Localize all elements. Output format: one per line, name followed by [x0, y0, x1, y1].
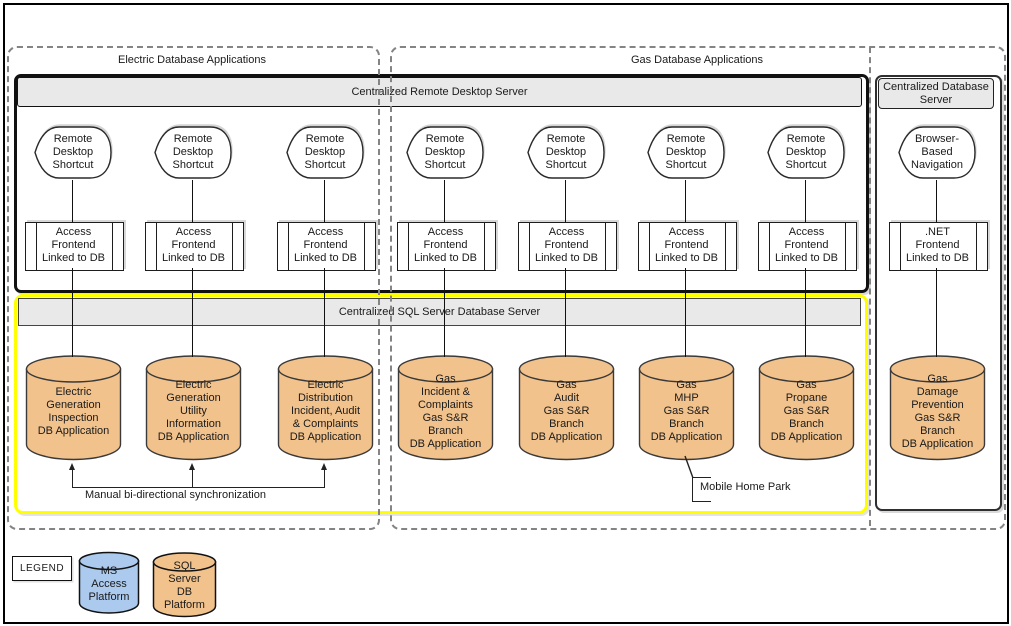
database-cylinder	[145, 354, 242, 467]
access-frontend-label: Access Frontend Linked to DB	[162, 226, 225, 264]
access-frontend-box	[638, 222, 737, 271]
centralized-database-server-title: Centralized Database Server	[883, 80, 989, 106]
sql-server-platform-cylinder	[152, 551, 217, 624]
remote-desktop-shortcut-label: Remote Desktop Shortcut	[172, 133, 214, 171]
callout-bracket	[692, 477, 711, 502]
remote-desktop-shortcut-shape	[33, 124, 113, 186]
callout-line	[684, 455, 694, 479]
page-border	[3, 3, 1009, 624]
database-label: Gas Incident & Complaints Gas S&R Branch…	[409, 372, 482, 450]
centralized-database-server-header: Centralized Database Server	[878, 78, 994, 109]
sync-line	[192, 469, 193, 487]
legend-box: LEGEND	[12, 556, 72, 581]
sql-server-platform-label: SQL Server DB Platform	[164, 560, 205, 611]
database-label: Electric Generation Inspection DB Applic…	[37, 385, 110, 437]
remote-desktop-shortcut-shape	[153, 124, 233, 186]
gas-section-label: Gas Database Applications	[630, 54, 764, 66]
remote-desktop-shortcut-shape	[526, 124, 606, 186]
database-cylinder	[518, 354, 615, 467]
connector	[565, 268, 566, 357]
access-frontend-label: Access Frontend Linked to DB	[294, 226, 357, 264]
access-frontend-box	[277, 222, 376, 271]
electric-section-label: Electric Database Applications	[118, 54, 266, 66]
remote-desktop-shortcut-shape	[405, 124, 485, 186]
connector	[72, 268, 73, 357]
sync-label: Manual bi-directional synchronization	[85, 489, 266, 501]
ms-access-platform-label: MS Access Platform	[88, 564, 130, 603]
access-frontend-label: Access Frontend Linked to DB	[42, 226, 105, 264]
remote-desktop-shortcut-label: Remote Desktop Shortcut	[545, 133, 587, 171]
sync-line	[72, 487, 325, 488]
connector	[192, 268, 193, 357]
remote-desktop-shortcut-label: Remote Desktop Shortcut	[424, 133, 466, 171]
sync-arrowhead	[189, 463, 195, 470]
ms-access-platform-cylinder	[78, 551, 140, 620]
sync-line	[72, 469, 73, 487]
access-frontend-box	[518, 222, 617, 271]
access-frontend-box	[145, 222, 244, 271]
remote-desktop-shortcut-label: Remote Desktop Shortcut	[785, 133, 827, 171]
sync-line	[324, 469, 325, 487]
net-frontend-label: .NET Frontend Linked to DB	[906, 226, 969, 264]
access-frontend-label: Access Frontend Linked to DB	[535, 226, 598, 264]
access-frontend-label: Access Frontend Linked to DB	[414, 226, 477, 264]
database-label: Electric Distribution Incident, Audit & …	[289, 379, 362, 443]
remote-desktop-shortcut-shape	[285, 124, 365, 186]
sql-server-title: Centralized SQL Server Database Server	[338, 306, 541, 318]
sync-arrowhead	[321, 463, 327, 470]
connector	[444, 180, 445, 222]
remote-desktop-server-title: Centralized Remote Desktop Server	[351, 86, 528, 98]
access-frontend-label: Access Frontend Linked to DB	[655, 226, 718, 264]
gas-cds-divider	[869, 47, 871, 526]
remote-desktop-shortcut-label: Remote Desktop Shortcut	[52, 133, 94, 171]
database-cylinder	[638, 354, 735, 467]
sync-arrowhead	[69, 463, 75, 470]
database-label: Electric Generation Utility Information …	[157, 379, 230, 443]
connector	[324, 268, 325, 357]
database-cylinder	[25, 354, 122, 467]
remote-desktop-shortcut-label: Remote Desktop Shortcut	[304, 133, 346, 171]
database-label: Gas Audit Gas S&R Branch DB Application	[530, 379, 603, 443]
access-frontend-box	[397, 222, 496, 271]
connector	[192, 180, 193, 222]
access-frontend-box	[25, 222, 124, 271]
access-frontend-label: Access Frontend Linked to DB	[775, 226, 838, 264]
remote-desktop-server-header: Centralized Remote Desktop Server	[17, 77, 862, 107]
mobile-home-park-label: Mobile Home Park	[700, 481, 791, 493]
legend-title: LEGEND	[19, 563, 65, 574]
connector	[936, 268, 937, 357]
database-cylinder	[758, 354, 855, 467]
sql-server-header: Centralized SQL Server Database Server	[18, 298, 861, 326]
connector	[936, 180, 937, 222]
database-cylinder	[397, 354, 494, 467]
connector	[805, 180, 806, 222]
connector	[72, 180, 73, 222]
connector	[565, 180, 566, 222]
connector	[685, 180, 686, 222]
connector	[805, 268, 806, 357]
connector	[444, 268, 445, 357]
database-cylinder	[889, 354, 986, 467]
net-frontend-box	[889, 222, 988, 271]
connector	[324, 180, 325, 222]
database-label: Gas Damage Prevention Gas S&R Branch DB …	[901, 372, 974, 450]
database-cylinder	[277, 354, 374, 467]
access-frontend-box	[758, 222, 857, 271]
remote-desktop-shortcut-label: Remote Desktop Shortcut	[665, 133, 707, 171]
connector	[685, 268, 686, 357]
database-label: Gas MHP Gas S&R Branch DB Application	[650, 379, 723, 443]
database-label: Gas Propane Gas S&R Branch DB Applicatio…	[770, 379, 843, 443]
remote-desktop-shortcut-shape	[646, 124, 726, 186]
browser-navigation-shape	[897, 124, 977, 186]
browser-navigation-label: Browser- Based Navigation	[911, 133, 963, 171]
remote-desktop-shortcut-shape	[766, 124, 846, 186]
